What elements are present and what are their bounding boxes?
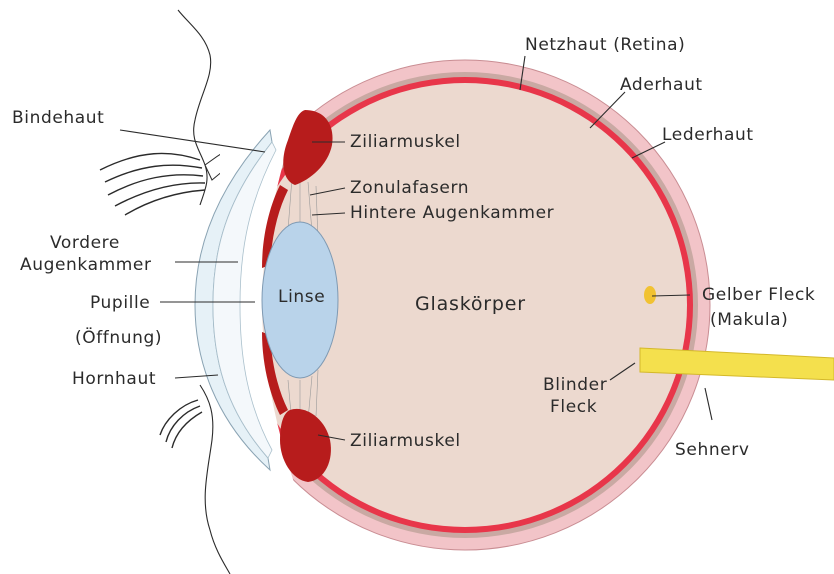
label-pupille-2: (Öffnung) bbox=[75, 326, 162, 348]
label-vordere-1: Vordere bbox=[50, 233, 120, 253]
label-glaskoerper: Glaskörper bbox=[415, 293, 526, 315]
label-sehnerv: Sehnerv bbox=[675, 440, 750, 460]
label-pupille-1: Pupille bbox=[90, 293, 150, 313]
label-vordere-2: Augenkammer bbox=[20, 255, 152, 275]
label-lederhaut: Lederhaut bbox=[662, 125, 754, 145]
label-linse: Linse bbox=[278, 287, 325, 307]
macula bbox=[644, 286, 656, 304]
label-gelber-fleck-2: (Makula) bbox=[710, 310, 788, 330]
upper-eyelashes bbox=[100, 153, 205, 215]
label-gelber-fleck-1: Gelber Fleck bbox=[702, 285, 815, 305]
label-blinder-fleck-1: Blinder bbox=[543, 375, 607, 395]
lower-eyelashes bbox=[160, 400, 202, 448]
label-bindehaut: Bindehaut bbox=[12, 108, 104, 128]
label-ziliarmuskel-bottom: Ziliarmuskel bbox=[350, 431, 461, 451]
label-ziliarmuskel-top: Ziliarmuskel bbox=[350, 132, 461, 152]
label-zonulafasern: Zonulafasern bbox=[350, 178, 469, 198]
label-aderhaut: Aderhaut bbox=[620, 75, 703, 95]
label-hornhaut: Hornhaut bbox=[72, 369, 156, 389]
label-hintere-augenkammer: Hintere Augenkammer bbox=[350, 203, 554, 223]
label-blinder-fleck-2: Fleck bbox=[550, 397, 597, 417]
label-netzhaut: Netzhaut (Retina) bbox=[525, 35, 685, 55]
